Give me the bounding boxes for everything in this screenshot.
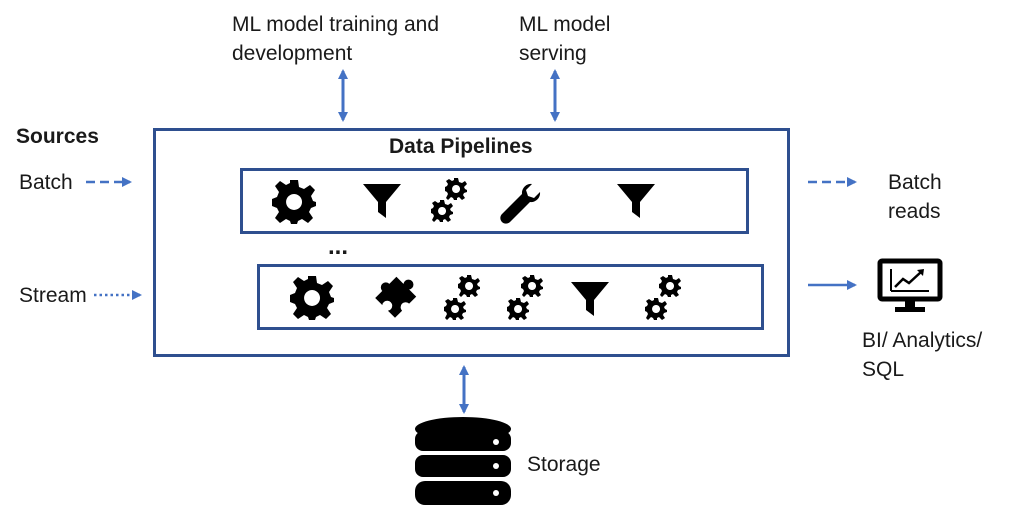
sources-heading: Sources [16,125,99,148]
pipeline-row-stream [257,264,764,330]
gear-icon [272,180,316,224]
double-gear-icon [645,275,681,320]
filter-icon [363,184,401,218]
filter-icon [617,184,655,218]
batch-reads-label: Batch reads [888,171,942,223]
storage-label: Storage [527,453,601,476]
wrench-icon [500,183,541,224]
puzzle-icon [371,274,419,318]
stream-source-label: Stream [19,284,87,307]
pipeline-row-batch [240,168,749,234]
data-pipelines-title: Data Pipelines [389,135,533,158]
pipeline-ellipsis: ... [328,233,349,260]
double-gear-icon [431,178,467,222]
ml-training-label: ML model training and development [232,13,440,65]
double-gear-icon [444,275,480,320]
data-pipelines-container [153,128,790,357]
double-gear-icon [507,275,543,320]
ml-serving-label: ML model serving [519,13,611,65]
filter-icon [571,282,609,316]
bi-analytics-label: BI/ Analytics/ SQL [862,329,983,381]
gear-icon [290,276,334,320]
monitor-chart-icon [877,258,943,312]
batch-source-label: Batch [19,171,73,194]
database-icon [415,417,511,505]
